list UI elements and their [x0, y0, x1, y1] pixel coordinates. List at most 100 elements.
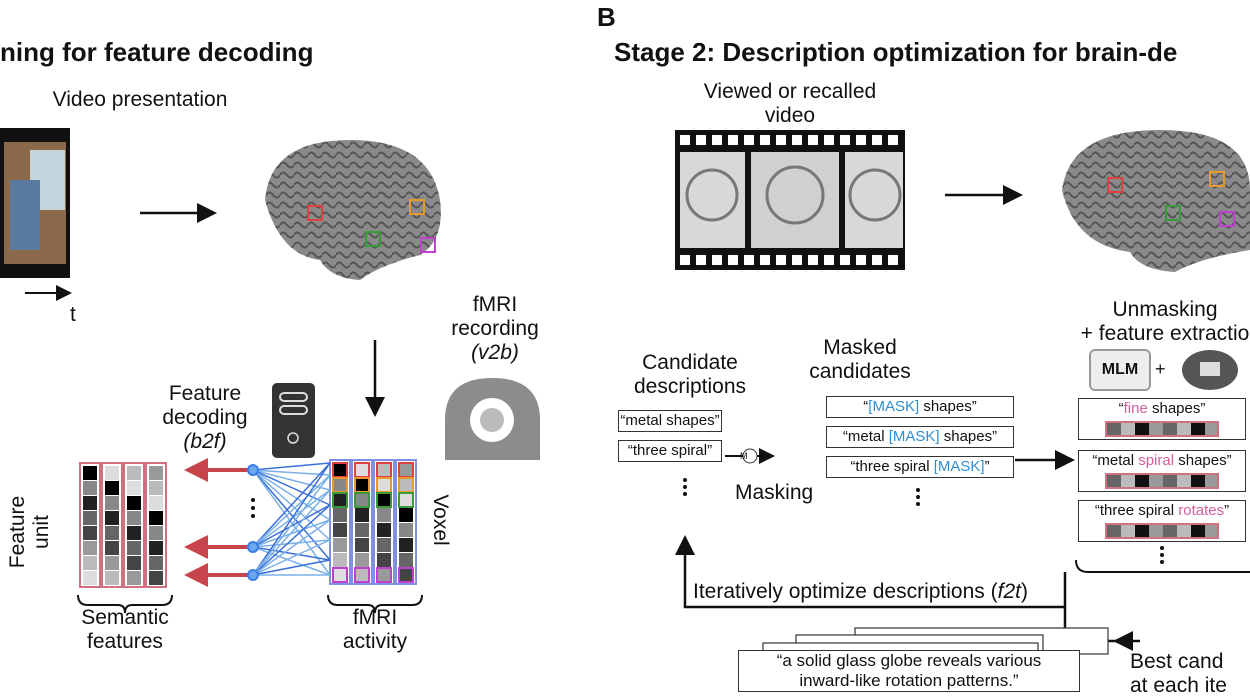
matrix-column: [329, 459, 351, 585]
matrix-cell: [376, 477, 392, 493]
unmasking-label: Unmasking+ feature extractio: [1080, 298, 1250, 345]
connection: [252, 462, 331, 548]
matrix-cell: [105, 526, 119, 540]
matrix-cell: [355, 538, 369, 552]
matrix-cell: [398, 492, 414, 508]
matrix-cell: [149, 481, 163, 495]
matrix-cell: [127, 526, 141, 540]
matrix-cell: [355, 523, 369, 537]
matrix-cell: [83, 571, 97, 585]
matrix-cell: [127, 541, 141, 555]
unmasked-candidate: “three spiral rotates”: [1078, 500, 1246, 542]
matrix-cell: [149, 466, 163, 480]
mri-scanner-icon: [445, 378, 540, 460]
matrix-cell: [83, 481, 97, 495]
matrix-cell: [83, 541, 97, 555]
feature-vector: [1105, 421, 1219, 437]
matrix-column: [123, 462, 145, 588]
matrix-cell: [149, 511, 163, 525]
matrix-cell: [105, 571, 119, 585]
matrix-cell: [377, 523, 391, 537]
matrix-cell: [127, 571, 141, 585]
matrix-cell: [355, 553, 369, 567]
connection: [252, 519, 331, 576]
iterate-label: Iteratively optimize descriptions (f2t): [693, 580, 1028, 603]
panel-a-title: ning for feature decoding: [0, 37, 314, 67]
plus-sign: +: [1155, 359, 1166, 379]
matrix-cell: [127, 466, 141, 480]
matrix-cell: [354, 567, 370, 583]
matrix-cell: [377, 508, 391, 522]
connection: [252, 504, 331, 576]
matrix-cell: [105, 481, 119, 495]
matrix-cell: [354, 492, 370, 508]
matrix-cell: [333, 508, 347, 522]
connection: [252, 559, 331, 576]
matrix-cell: [149, 571, 163, 585]
matrix-cell: [127, 481, 141, 495]
connection: [252, 469, 331, 521]
network-node: [247, 569, 259, 581]
matrix-cell: [376, 462, 392, 478]
connection: [252, 469, 331, 561]
connection: [252, 489, 331, 576]
matrix-column: [351, 459, 373, 585]
matrix-cell: [333, 523, 347, 537]
feature-vector: [1105, 473, 1219, 489]
matrix-cell: [83, 511, 97, 525]
matrix-cell: [149, 496, 163, 510]
mlm-label: MLM: [1101, 361, 1139, 378]
matrix-cell: [398, 462, 414, 478]
masked-candidate: “metal [MASK] shapes”: [826, 426, 1014, 448]
connection: [252, 462, 331, 576]
matrix-column: [101, 462, 123, 588]
matrix-cell: [354, 462, 370, 478]
matrix-cell: [333, 553, 347, 567]
matrix-cell: [332, 477, 348, 493]
matrix-cell: [399, 508, 413, 522]
unmasked-candidate: “fine shapes”: [1078, 398, 1246, 440]
feature-vector: [1105, 523, 1219, 539]
brain-chip-icon: [1182, 350, 1238, 390]
matrix-cell: [398, 477, 414, 493]
matrix-cell: [399, 538, 413, 552]
semantic-feature-matrix: [79, 462, 167, 588]
viewed-video-filmstrip: [675, 130, 905, 270]
masked-candidate: “[MASK] shapes”: [826, 396, 1014, 418]
connection: [252, 539, 331, 548]
matrix-cell: [399, 523, 413, 537]
matrix-cell: [83, 526, 97, 540]
video-filmstrip-icon: [0, 128, 70, 278]
brain-icon: [265, 140, 441, 280]
time-label: t: [70, 303, 76, 326]
connection: [252, 474, 331, 576]
connection: [252, 546, 331, 561]
brace: [1075, 559, 1250, 573]
connection: [252, 539, 331, 576]
brain-icon: [1062, 130, 1250, 272]
matrix-cell: [105, 511, 119, 525]
mask-icon-letter: M: [740, 451, 748, 461]
matrix-cell: [333, 538, 347, 552]
matrix-cell: [127, 556, 141, 570]
panel-b-letter: B: [597, 2, 616, 32]
matrix-cell: [105, 496, 119, 510]
voxel-label: Voxel: [429, 494, 452, 546]
matrix-cell: [149, 541, 163, 555]
matrix-column: [79, 462, 101, 588]
matrix-cell: [377, 538, 391, 552]
network-node: [247, 541, 259, 553]
mask-icon: [742, 448, 758, 464]
brace: [77, 594, 173, 614]
matrix-cell: [399, 553, 413, 567]
connection: [252, 469, 331, 476]
